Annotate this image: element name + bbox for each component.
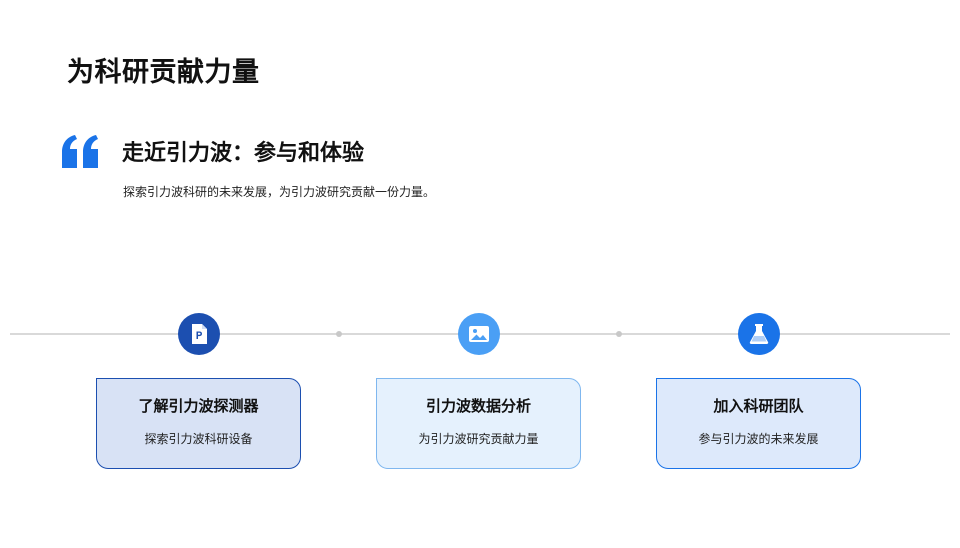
step-card-3[interactable]: 加入科研团队 参与引力波的未来发展 <box>656 378 861 469</box>
quote-icon <box>62 135 98 168</box>
document-icon <box>192 324 207 344</box>
timeline-dot <box>336 331 342 337</box>
step-card-2[interactable]: 引力波数据分析 为引力波研究贡献力量 <box>376 378 581 469</box>
step-icon-image <box>458 313 500 355</box>
timeline-dot <box>616 331 622 337</box>
section-title: 走近引力波：参与和体验 <box>122 141 365 166</box>
step-card-title: 引力波数据分析 <box>425 397 531 415</box>
step-card-1[interactable]: 了解引力波探测器 探索引力波科研设备 <box>96 378 301 469</box>
step-card-title: 了解引力波探测器 <box>138 397 259 415</box>
step-icon-flask <box>738 313 780 355</box>
step-card-title: 加入科研团队 <box>713 397 804 415</box>
flask-icon <box>749 324 769 344</box>
step-card-description: 探索引力波科研设备 <box>144 432 253 446</box>
step-card-description: 为引力波研究贡献力量 <box>418 432 539 446</box>
step-icon-document <box>178 313 220 355</box>
step-card-description: 参与引力波的未来发展 <box>698 432 819 446</box>
image-icon <box>469 326 489 342</box>
page-title: 为科研贡献力量 <box>67 57 260 88</box>
section-description: 探索引力波科研的未来发展，为引力波研究贡献一份力量。 <box>123 185 436 199</box>
